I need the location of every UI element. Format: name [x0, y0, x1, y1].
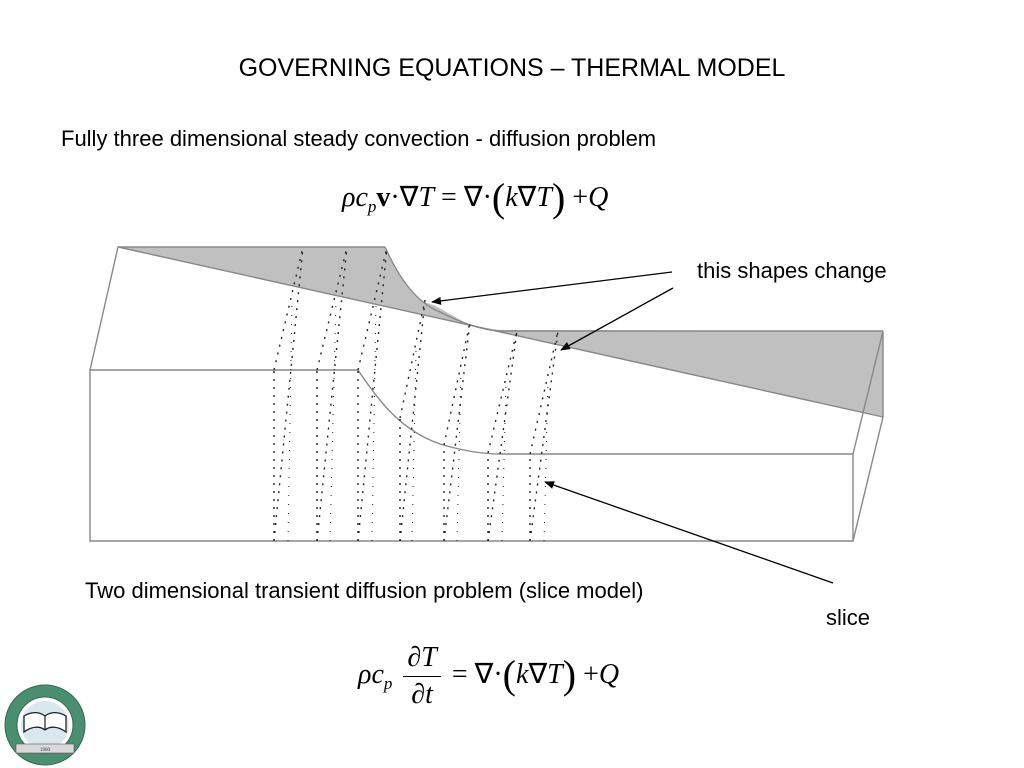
university-logo: 1960	[4, 684, 86, 766]
equation-2d: ρcp ∂T ∂t = ∇·(k∇T) +Q	[358, 640, 619, 713]
slice-2	[316, 246, 348, 542]
arrow-slice	[544, 481, 834, 584]
eq2d-rho: ρ	[358, 658, 372, 690]
subtitle-2d-problem: Two dimensional transient diffusion prob…	[85, 578, 644, 603]
annotation-arrows	[431, 271, 834, 584]
eq2d-inner-T: T	[547, 658, 563, 690]
eq3d-T: T	[418, 182, 435, 213]
eq3d-inner-nabla: ∇	[517, 182, 537, 213]
eq2d-fraction: ∂T ∂t	[403, 640, 441, 713]
label-slice: slice	[826, 605, 871, 630]
eq3d-rhs-dot: ·	[482, 182, 492, 213]
slide-title: GOVERNING EQUATIONS – THERMAL MODEL	[238, 54, 786, 82]
label-shapes-change: this shapes change	[697, 258, 887, 283]
eq3d-Q: Q	[588, 182, 609, 213]
eq3d-sub-p: p	[367, 197, 377, 216]
eq3d-inner-T: T	[536, 182, 552, 213]
eq3d-dot: ·	[390, 182, 400, 213]
eq3d-rho: ρ	[342, 182, 356, 213]
eq2d-equals: =	[451, 658, 468, 690]
eq2d-inner-nabla: ∇	[528, 658, 548, 690]
logo-year: 1960	[40, 748, 51, 753]
arrow-shape-change-2	[560, 287, 674, 351]
slice-4	[399, 299, 426, 542]
equation-3d: ρcpv·∇T = ∇·(k∇T) +Q	[342, 178, 609, 218]
eq3d-nabla: ∇	[399, 182, 419, 213]
eq2d-sub-p: p	[383, 673, 393, 693]
eq2d-Q: Q	[598, 658, 620, 690]
slice-1	[273, 246, 304, 542]
eq3d-k: k	[505, 182, 518, 213]
eq2d-c: c	[371, 658, 384, 690]
front-left-face	[89, 369, 854, 542]
wedge-top-line	[117, 246, 884, 418]
eq2d-k: k	[516, 658, 529, 690]
eq3d-plus: +	[572, 182, 589, 213]
eq3d-equals: =	[441, 182, 457, 213]
eq3d-paren-open: (	[491, 175, 506, 220]
eq2d-rhs-nabla: ∇	[474, 658, 494, 690]
slice-7	[529, 330, 559, 542]
slice-5	[443, 321, 471, 542]
eq2d-frac-numerator: ∂T	[403, 640, 441, 677]
eq3d-paren-close: )	[551, 175, 566, 220]
slice-6	[487, 330, 518, 542]
eq2d-frac-denominator: ∂t	[411, 679, 433, 710]
eq2d-paren-close: )	[562, 651, 577, 697]
eq3d-c: c	[355, 182, 368, 213]
subtitle-3d-problem: Fully three dimensional steady convectio…	[61, 126, 657, 151]
eq3d-v: v	[376, 182, 391, 213]
arrow-shape-change-1	[431, 271, 673, 305]
eq3d-rhs-nabla: ∇	[463, 182, 483, 213]
slice-planes	[273, 246, 559, 542]
eq2d-rhs-dot: ·	[493, 658, 503, 690]
slice-3	[357, 246, 388, 542]
eq2d-plus: +	[583, 658, 599, 690]
block-edges	[89, 246, 884, 542]
eq2d-paren-open: (	[502, 651, 516, 697]
